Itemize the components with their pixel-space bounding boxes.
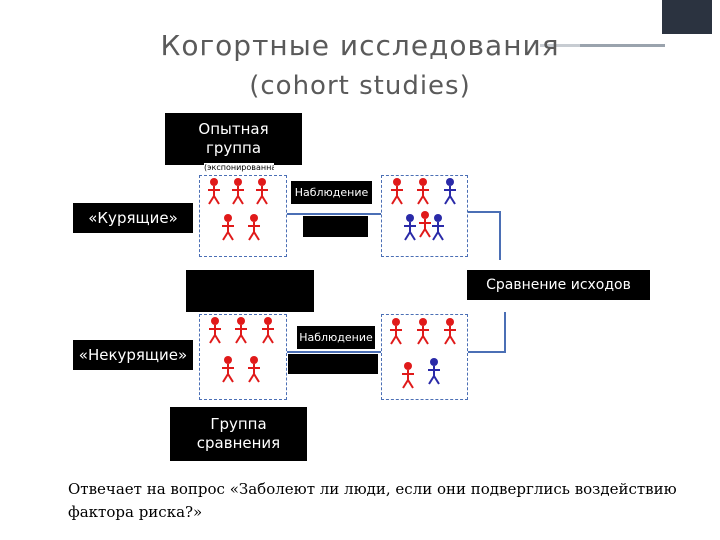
slide-subtitle: (cohort studies) bbox=[249, 71, 471, 101]
observation-top-label: Наблюдение bbox=[294, 186, 369, 199]
nonsmokers-label: «Некурящие» bbox=[73, 340, 193, 370]
person-figure bbox=[390, 318, 402, 345]
person-figure bbox=[402, 362, 414, 389]
smokers-label: «Курящие» bbox=[73, 203, 193, 233]
observation-top-bar bbox=[303, 216, 368, 237]
person-figure bbox=[428, 358, 440, 385]
observation-bottom-label: Наблюдение bbox=[299, 331, 373, 344]
person-figure bbox=[248, 356, 260, 383]
exposed-group-sublabel: (экспонированная) bbox=[204, 163, 274, 173]
person-figure bbox=[209, 317, 221, 344]
person-figure bbox=[391, 178, 403, 205]
person-figure bbox=[417, 318, 429, 345]
person-figure bbox=[222, 214, 234, 241]
observation-top: Наблюдение bbox=[291, 181, 372, 204]
comparison-group-label: Группа сравнения bbox=[170, 407, 307, 461]
comparison-group-title: Группа сравнения bbox=[196, 415, 281, 452]
person-figure bbox=[256, 178, 268, 205]
corner-decoration bbox=[662, 0, 712, 34]
title-rule bbox=[560, 44, 665, 47]
person-figure bbox=[432, 214, 444, 241]
compare-outcomes-label: Сравнение исходов bbox=[467, 270, 650, 300]
person-figure bbox=[444, 318, 456, 345]
middle-black-block bbox=[186, 270, 314, 312]
person-figure bbox=[262, 317, 274, 344]
person-figure bbox=[222, 356, 234, 383]
person-figure bbox=[235, 317, 247, 344]
observation-bottom: Наблюдение bbox=[297, 326, 375, 349]
person-figure bbox=[444, 178, 456, 205]
slide-caption: Отвечает на вопрос «Заболеют ли люди, ес… bbox=[68, 480, 677, 521]
exposed-group-title: Опытная группа bbox=[198, 120, 269, 157]
exposed-group-label: Опытная группа bbox=[165, 113, 302, 165]
person-figure bbox=[404, 214, 416, 241]
person-figure bbox=[232, 178, 244, 205]
slide-title: Когортные исследования bbox=[160, 29, 560, 62]
person-figure bbox=[248, 214, 260, 241]
observation-bottom-bar bbox=[288, 354, 378, 374]
title-rule-short bbox=[540, 44, 580, 47]
person-figure bbox=[208, 178, 220, 205]
person-figure bbox=[419, 211, 431, 238]
person-figure bbox=[417, 178, 429, 205]
